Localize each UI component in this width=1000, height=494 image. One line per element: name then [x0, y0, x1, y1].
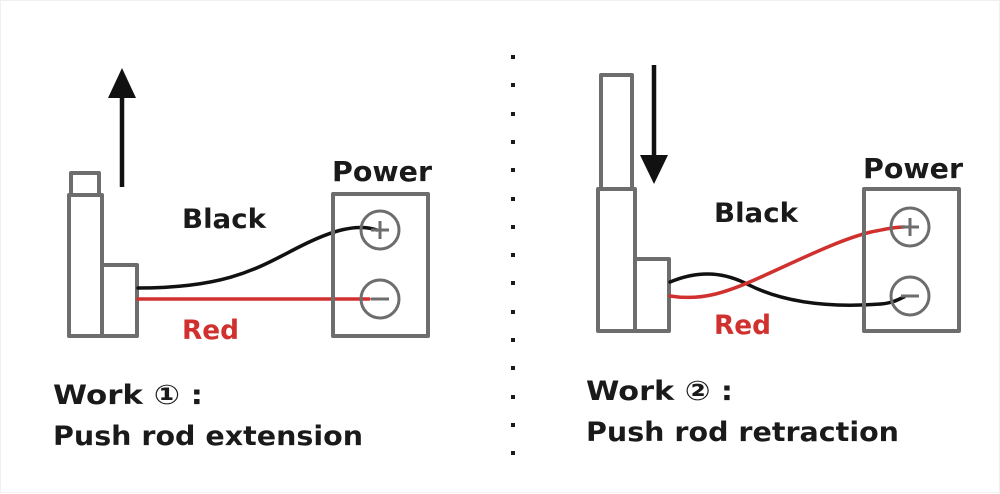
dotted-divider — [511, 55, 515, 455]
minus-terminal-icon — [359, 278, 401, 320]
red-wire-label: Red — [182, 315, 239, 346]
caption-description: Push rod retraction — [586, 417, 899, 448]
divider-dot — [511, 197, 515, 201]
divider-dot — [511, 253, 515, 257]
motor-housing — [100, 263, 139, 338]
arrow-down-icon — [640, 65, 668, 184]
caption-description: Push rod extension — [53, 421, 363, 452]
divider-dot — [511, 55, 515, 59]
black-wire — [136, 225, 379, 290]
divider-dot — [511, 310, 515, 314]
power-supply — [331, 192, 430, 338]
caption-title: Work ① : — [53, 380, 203, 411]
black-wire-label: Black — [182, 204, 267, 235]
power-label: Power — [332, 155, 432, 188]
divider-dot — [511, 140, 515, 144]
divider-dot — [511, 168, 515, 172]
actuator-body — [596, 187, 637, 333]
minus-terminal-icon — [889, 275, 931, 317]
black-wire — [668, 272, 906, 307]
caption-title: Work ② : — [586, 376, 733, 407]
plus-terminal-icon — [359, 209, 401, 251]
divider-dot — [511, 395, 515, 399]
divider-dot — [511, 281, 515, 285]
push-rod — [599, 73, 634, 191]
actuator-body — [67, 193, 104, 338]
panel-extension: Power Black Red Work ① : Push rod extens… — [53, 68, 432, 452]
plus-terminal-icon — [889, 206, 931, 248]
motor-housing — [633, 257, 671, 333]
divider-dot — [511, 451, 515, 455]
divider-dot — [511, 112, 515, 116]
red-wire — [668, 225, 906, 300]
power-supply — [862, 187, 961, 333]
arrow-up-icon — [108, 68, 136, 187]
actuator-extended — [67, 171, 139, 338]
push-rod — [69, 171, 101, 197]
divider-dot — [511, 225, 515, 229]
divider-dot — [511, 366, 515, 370]
panel-retraction: Power Black Red Work ② : Push rod retrac… — [586, 65, 963, 448]
divider-dot — [511, 338, 515, 342]
actuator-retracted — [596, 73, 671, 333]
red-wire-label: Red — [714, 310, 771, 341]
black-wire-label: Black — [714, 198, 799, 229]
divider-dot — [511, 83, 515, 87]
power-label: Power — [863, 152, 963, 185]
divider-dot — [511, 423, 515, 427]
